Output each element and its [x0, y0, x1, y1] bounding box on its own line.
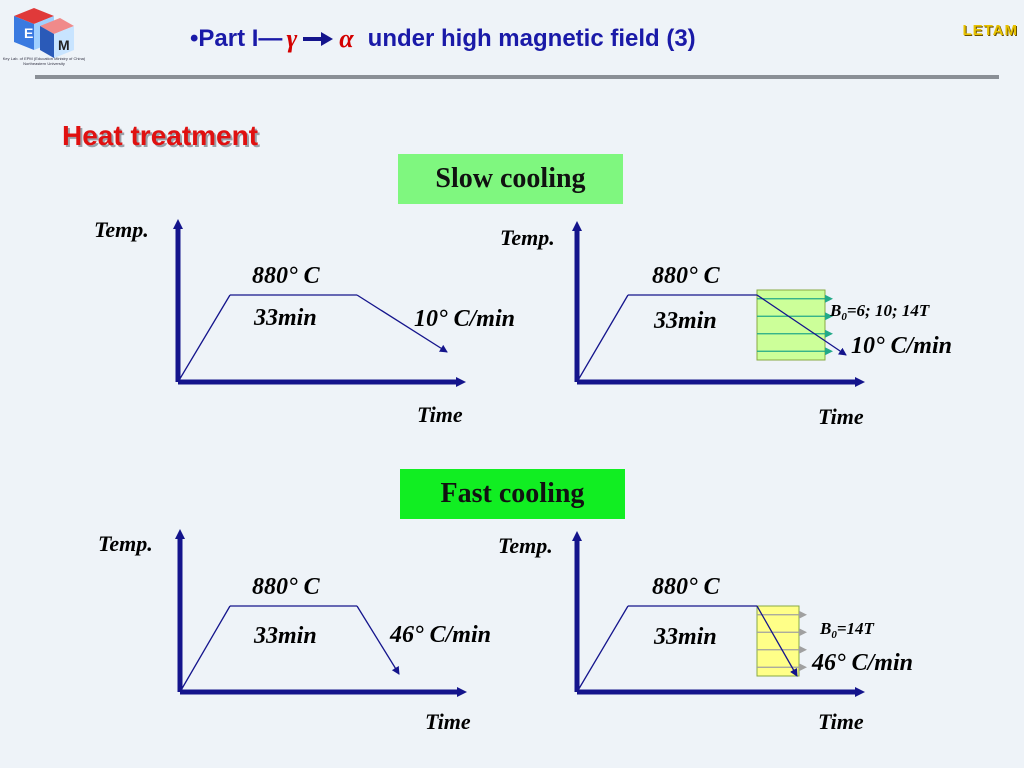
fast-no-field-cooling-rate-label: 46° C/min	[389, 622, 491, 648]
fast-field-heating-ramp	[576, 605, 629, 693]
fast-field-field-arrow-icon	[799, 645, 807, 654]
fast-field-cooling-rate-label: 46° C/min	[811, 650, 913, 676]
fast-field-field-arrow-icon	[799, 663, 807, 672]
university-logo: E M	[14, 8, 74, 58]
logo-caption: Key Lab. of EPM (Education Ministry of C…	[2, 56, 86, 66]
svg-text:M: M	[58, 37, 70, 53]
fast-field-cooling-line	[756, 605, 798, 677]
fast-field-field-strength: B0=14T	[819, 619, 875, 641]
slow-no-field-hold-time-label: 33min	[253, 305, 317, 331]
slow-field-field-strength: B0=6; 10; 14T	[829, 301, 930, 323]
slow-no-field-temp-label: Temp.	[94, 217, 149, 242]
fast-no-field-temperature-label: 880° C	[252, 574, 321, 600]
slow-no-field-time-label: Time	[417, 402, 463, 427]
svg-text:E: E	[24, 25, 33, 41]
slow-field-temperature-label: 880° C	[652, 263, 721, 289]
slow-no-field-cooling-line	[356, 294, 448, 353]
slow-field-field-arrow-icon	[825, 347, 833, 356]
header-divider	[35, 75, 999, 79]
alpha-symbol: α	[339, 24, 354, 53]
fast-no-field-heating-ramp	[179, 605, 231, 693]
fast-field-time-label: Time	[818, 709, 864, 734]
fast-no-field-time-label: Time	[425, 709, 471, 734]
gamma-symbol: γ	[286, 24, 298, 53]
slow-field-field-region	[756, 289, 826, 361]
slow-field-field-arrow-icon	[825, 294, 833, 303]
fast-field-hold-time-label: 33min	[653, 624, 717, 650]
slide-title: •Part I— γ α under high magnetic field (…	[190, 22, 696, 56]
section-title: Heat treatment	[62, 120, 259, 151]
slow-field-heating-ramp	[576, 294, 629, 383]
slow-no-field-temperature-label: 880° C	[252, 263, 321, 289]
slow-field-hold-time-label: 33min	[653, 308, 717, 334]
slow-field-field-arrow-icon	[825, 329, 833, 338]
fast-cooling-label: Fast cooling	[400, 469, 625, 519]
fast-no-field-hold-time-label: 33min	[253, 623, 317, 649]
fast-field-field-arrow-icon	[799, 628, 807, 637]
title-prefix: •Part I—	[190, 25, 283, 52]
fast-no-field-cooling-line	[356, 605, 400, 675]
title-suffix: under high magnetic field (3)	[367, 25, 696, 52]
slow-field-time-label: Time	[818, 404, 864, 429]
slow-field-cooling-rate-label: 10° C/min	[851, 333, 952, 359]
slow-field-temp-label: Temp.	[500, 225, 555, 250]
fast-field-temperature-label: 880° C	[652, 574, 721, 600]
letam-brand: LETAM	[962, 22, 1018, 39]
slow-no-field-heating-ramp	[177, 294, 231, 383]
right-arrow-icon	[303, 32, 334, 46]
slow-field-field-arrow-icon	[825, 312, 833, 321]
fast-field-field-arrow-icon	[799, 610, 807, 619]
fast-field-temp-label: Temp.	[498, 533, 553, 558]
slow-field-cooling-line	[756, 294, 847, 356]
slow-no-field-cooling-rate-label: 10° C/min	[414, 306, 515, 332]
fast-no-field-temp-label: Temp.	[98, 531, 153, 556]
slow-cooling-label: Slow cooling	[398, 154, 623, 204]
